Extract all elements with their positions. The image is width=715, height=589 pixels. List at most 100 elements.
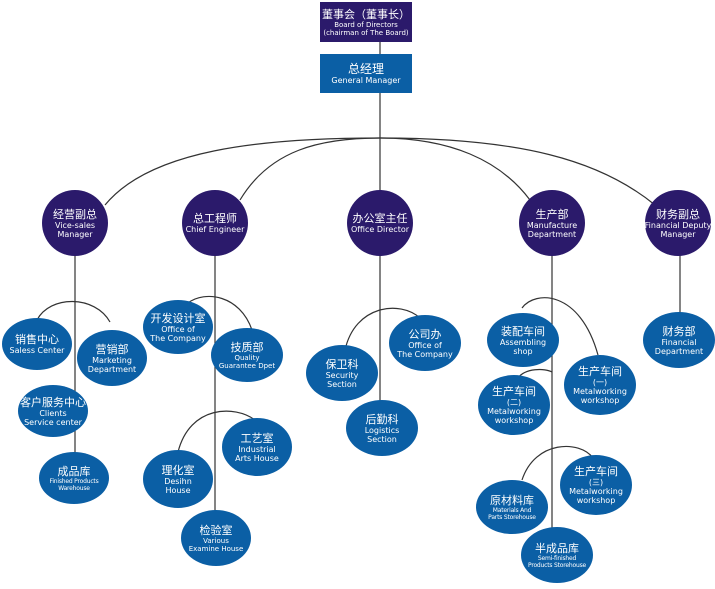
node-zh: 财务部 [662,324,696,338]
board-zh: 董事会（董事长） [322,7,410,21]
node-en: Warehouse [58,484,90,492]
curve-to-manufacture [379,137,531,201]
node-en: Manufacture [526,220,578,230]
node-zh: 保卫科 [325,357,359,371]
metalworking-workshop-2-node: 生产车间 (二) Metalworking workshop [478,375,550,435]
node-en: Various [203,536,229,545]
node-en: Logistics [364,425,400,435]
node-en: Vice-sales [54,220,96,230]
node-zh: 营销部 [95,342,129,356]
node-en: Office of [408,340,442,350]
node-zh: 公司办 [408,327,442,341]
curve-to-finance [379,137,656,206]
vice-sales-manager-node: 经营副总 Vice-sales Manager [42,190,108,256]
node-en: shop [513,346,533,356]
node-zh: 技质部 [230,340,264,354]
node-zh: 办公室主任 [352,212,408,225]
node-en: workshop [576,496,616,505]
node-zh: 经营副总 [53,207,97,221]
board-of-directors-box: 董事会（董事长） Board of Directors (chairman of… [320,2,412,42]
arc-sales [36,300,111,323]
node-en: Products Storehouse [528,561,586,569]
curve-to-sales [104,137,381,206]
node-zh: 客户服务中心 [20,395,86,409]
node-en: Department [654,346,704,356]
node-en: The Company [397,349,453,359]
node-en: Metalworking [487,407,541,416]
node-en: Industrial [238,444,276,454]
development-design-office-node: 开发设计室 Office of The Company [143,300,213,354]
quality-department-node: 技质部 Quality Guarantee Dpet [211,328,283,382]
security-section-node: 保卫科 Security Section [306,345,378,401]
node-zh: 开发设计室 [150,311,206,325]
node-en: Manager [660,229,696,239]
node-zh: 财务副总 [656,207,700,221]
gm-en: General Manager [331,76,401,85]
node-en: Examine House [188,544,244,553]
office-director-node: 办公室主任 Office Director [347,190,413,256]
arc-engineer-top [187,295,253,331]
metalworking-workshop-1-node: 生产车间 (一) Metalworking workshop [564,355,636,415]
node-zh: 理化室 [161,463,195,477]
node-en: Guarantee Dpet [218,361,276,370]
node-en: Desihn [164,476,192,486]
node-en: workshop [580,396,620,405]
node-en: Assembling [499,337,547,347]
node-zh: 生产部 [535,207,569,221]
node-zh: 工艺室 [240,431,274,445]
sales-center-node: 销售中心 Saless Center [2,318,72,370]
general-manager-box: 总经理 General Manager [320,54,412,93]
node-en: Section [327,379,357,389]
materials-parts-storehouse-node: 原材料库 Materials And Parts Storehouse [476,480,548,534]
node-en: workshop [494,416,534,425]
node-en: Security [325,370,359,380]
node-en: Quality [234,353,260,362]
node-en: Metalworking [569,487,623,496]
metalworking-workshop-3-node: 生产车间 (三) Metalworking workshop [560,455,632,515]
arc-manufacture-bottom [521,445,594,481]
node-en: Arts House [235,453,279,463]
client-service-center-node: 客户服务中心 Clients Service center [18,385,88,437]
financial-department-node: 财务部 Financial Department [643,312,715,368]
company-office-node: 公司办 Office of The Company [389,315,461,371]
node-en: Saless Center [9,346,65,355]
node-zh: 半成品库 [535,541,579,555]
node-zh: 检验室 [199,523,233,537]
logistics-section-node: 后勤科 Logistics Section [346,400,418,456]
board-en2: (chairman of The Board) [323,28,409,37]
board-en1: Board of Directors [334,20,398,29]
physical-chemical-lab-node: 理化室 Desihn House [143,450,213,508]
node-en: Manager [57,229,93,239]
node-en: Parts Storehouse [488,513,536,521]
node-zh: 后勤科 [365,412,399,426]
inspection-room-node: 检验室 Various Examine House [181,510,251,566]
node-en: Materials And [492,506,532,514]
node-en: Financial Deputy [644,220,712,230]
node-en: Financial [661,337,697,347]
arc-engineer-bottom [177,410,256,453]
industrial-arts-house-node: 工艺室 Industrial Arts House [222,418,292,476]
node-en: Chief Engineer [185,225,245,234]
node-en: (一) [592,378,608,387]
financial-deputy-manager-node: 财务副总 Financial Deputy Manager [645,190,711,256]
node-en: Office Director [350,225,410,234]
manufacture-department-node: 生产部 Manufacture Department [519,190,585,256]
node-en: Department [87,364,137,374]
node-zh: 生产车间 [492,385,536,398]
node-en: The Company [150,333,206,343]
node-en: Metalworking [573,387,627,396]
node-en: Section [367,434,397,444]
node-en: House [165,485,191,495]
node-zh: 生产车间 [578,365,622,378]
node-zh: 销售中心 [15,333,59,346]
node-en: Clients [39,408,67,418]
node-zh: 原材料库 [490,493,534,507]
node-zh: 总工程师 [193,212,237,225]
marketing-department-node: 营销部 Marketing Department [77,330,147,386]
node-en: Service center [24,417,82,427]
arc-manufacture-top [521,297,599,356]
node-en: Marketing [92,355,132,365]
node-en: Office of [161,324,195,334]
semi-finished-storehouse-node: 半成品库 Semi-finished Products Storehouse [521,527,593,583]
